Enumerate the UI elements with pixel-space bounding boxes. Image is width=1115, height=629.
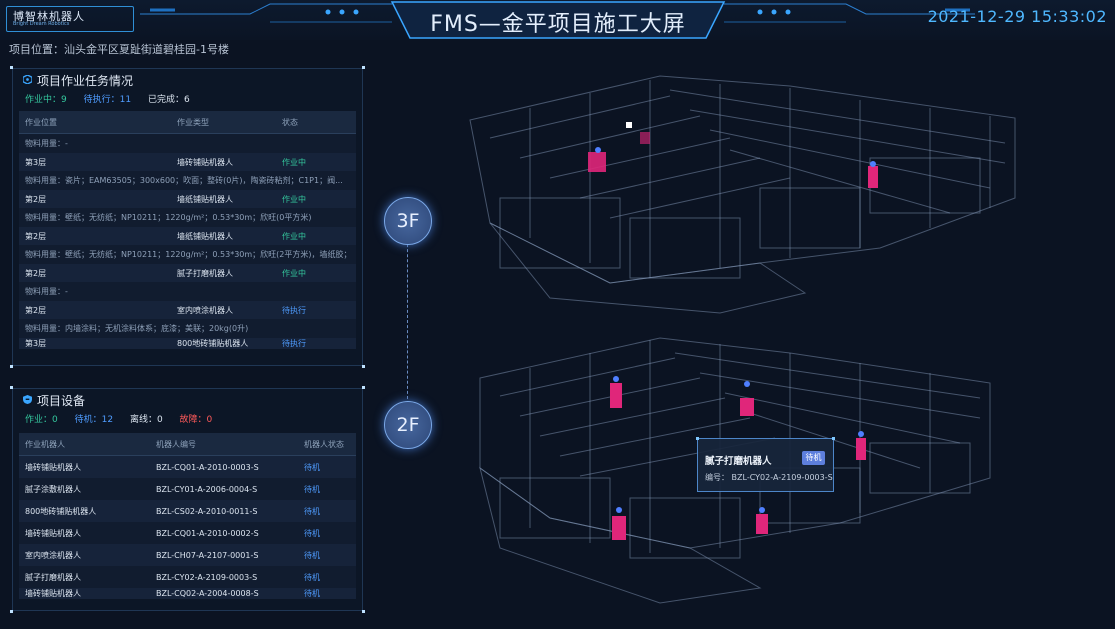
floor-2f-button[interactable]: 2F — [384, 401, 432, 449]
task-material-row: 物料用量：- — [19, 133, 356, 153]
robot-marker-3f-a — [588, 147, 606, 172]
robot-marker-2f-a — [610, 376, 622, 408]
equipment-panel: 项目设备 作业：0 待机：12 离线：0 故障：0 作业机器人 机器人编号 机器… — [10, 386, 365, 613]
robot-marker-2f-c — [856, 431, 866, 460]
table-row[interactable]: 第2层腻子打磨机器人作业中 — [19, 264, 356, 282]
top-bar: 博智林机器人 Bright Dream Robotics FMS—金平项目施工大… — [0, 0, 1115, 40]
floor-connector — [407, 234, 408, 404]
floor-3f-button[interactable]: 3F — [384, 197, 432, 245]
task-stat-pending: 待执行：11 — [83, 95, 132, 105]
task-table: 作业位置 作业类型 状态 物料用量：- 第3层墙砖铺贴机器人作业中 物料用量：瓷… — [19, 111, 356, 349]
task-col-type: 作业类型 — [171, 111, 276, 134]
datetime-clock: 2021-12-29 15:33:02 — [927, 7, 1107, 26]
building-model[interactable] — [460, 48, 1100, 628]
task-material-row: 物料用量：壁纸；无纺纸；NP10211；1220g/m²；0.53*30m；欣旺… — [19, 245, 356, 264]
task-col-location: 作业位置 — [19, 111, 171, 134]
task-material-row: 物料用量：瓷片；EAM63505；300x600；吹面；整砖(0片)，陶瓷砖粘剂… — [19, 171, 356, 190]
tooltip-status-badge: 待机 — [802, 451, 825, 465]
robot-marker-2f-e — [756, 507, 768, 534]
task-material-row: 物料用量：- — [19, 282, 356, 301]
equipment-col-status: 机器人状态 — [298, 433, 356, 456]
robot-marker-3f-c — [868, 161, 878, 188]
project-location-label: 项目位置： — [9, 43, 64, 56]
project-location: 项目位置：汕头金平区夏趾街道碧桂园-1号楼 — [9, 41, 229, 57]
task-table-header: 作业位置 作业类型 状态 — [19, 111, 356, 134]
equipment-stat-working: 作业：0 — [25, 415, 58, 425]
task-icon — [23, 75, 32, 84]
table-row[interactable]: 第2层墙纸铺贴机器人作业中 — [19, 227, 356, 245]
brand-name-en: Bright Dream Robotics — [13, 21, 70, 27]
task-material-row: 物料用量：壁纸；无纺纸；NP10211；1220g/m²；0.53*30m；欣旺… — [19, 208, 356, 227]
shield-icon — [23, 395, 32, 404]
floor-3f-model — [469, 75, 1016, 314]
task-stats: 作业中：9 待执行：11 已完成：6 — [25, 92, 204, 105]
page-title: FMS—金平项目施工大屏 — [430, 12, 686, 37]
equipment-stat-standby: 待机：12 — [74, 415, 114, 425]
equipment-col-code: 机器人编号 — [150, 433, 298, 456]
task-panel: 项目作业任务情况 作业中：9 待执行：11 已完成：6 作业位置 作业类型 状态… — [10, 66, 365, 368]
equipment-stat-offline: 离线：0 — [129, 415, 163, 425]
equipment-panel-title: 项目设备 — [37, 394, 86, 408]
task-stat-done: 已完成：6 — [147, 95, 190, 105]
table-row[interactable]: 第3层墙砖铺贴机器人作业中 — [19, 153, 356, 171]
tooltip-code: 编号： BZL-CY02-A-2109-0003-S — [705, 472, 833, 483]
brand-logo: 博智林机器人 Bright Dream Robotics — [6, 6, 134, 32]
tooltip-code-value: BZL-CY02-A-2109-0003-S — [731, 473, 833, 482]
robot-marker-3f-b — [626, 122, 650, 144]
tooltip-code-label: 编号： — [705, 473, 729, 482]
floor-2f-model — [479, 337, 991, 604]
brand-name-cn: 博智林机器人 — [13, 10, 85, 23]
robot-markers — [588, 122, 878, 540]
equipment-stat-fault: 故障：0 — [179, 415, 213, 425]
table-row[interactable]: 第2层室内喷涂机器人待执行 — [19, 301, 356, 319]
task-panel-title: 项目作业任务情况 — [37, 74, 134, 88]
equipment-table-header: 作业机器人 机器人编号 机器人状态 — [19, 433, 356, 456]
table-row[interactable]: 第2层墙纸铺贴机器人作业中 — [19, 190, 356, 208]
equipment-stats: 作业：0 待机：12 离线：0 故障：0 — [25, 412, 226, 425]
robot-marker-2f-b — [740, 381, 754, 416]
header-frame — [140, 1, 975, 39]
equipment-col-robot: 作业机器人 — [19, 433, 150, 456]
tooltip-robot-name: 腻子打磨机器人 — [705, 456, 772, 467]
task-col-status: 状态 — [276, 111, 356, 134]
robot-tooltip: 腻子打磨机器人 待机 编号： BZL-CY02-A-2109-0003-S — [696, 437, 835, 492]
robot-marker-2f-d — [612, 507, 626, 540]
task-material-row: 物料用量：内墙涂料；无机涂料体系；底漆；美联；20kg(0升) — [19, 319, 356, 338]
task-stat-working: 作业中：9 — [25, 95, 67, 105]
project-location-value: 汕头金平区夏趾街道碧桂园-1号楼 — [64, 43, 229, 56]
